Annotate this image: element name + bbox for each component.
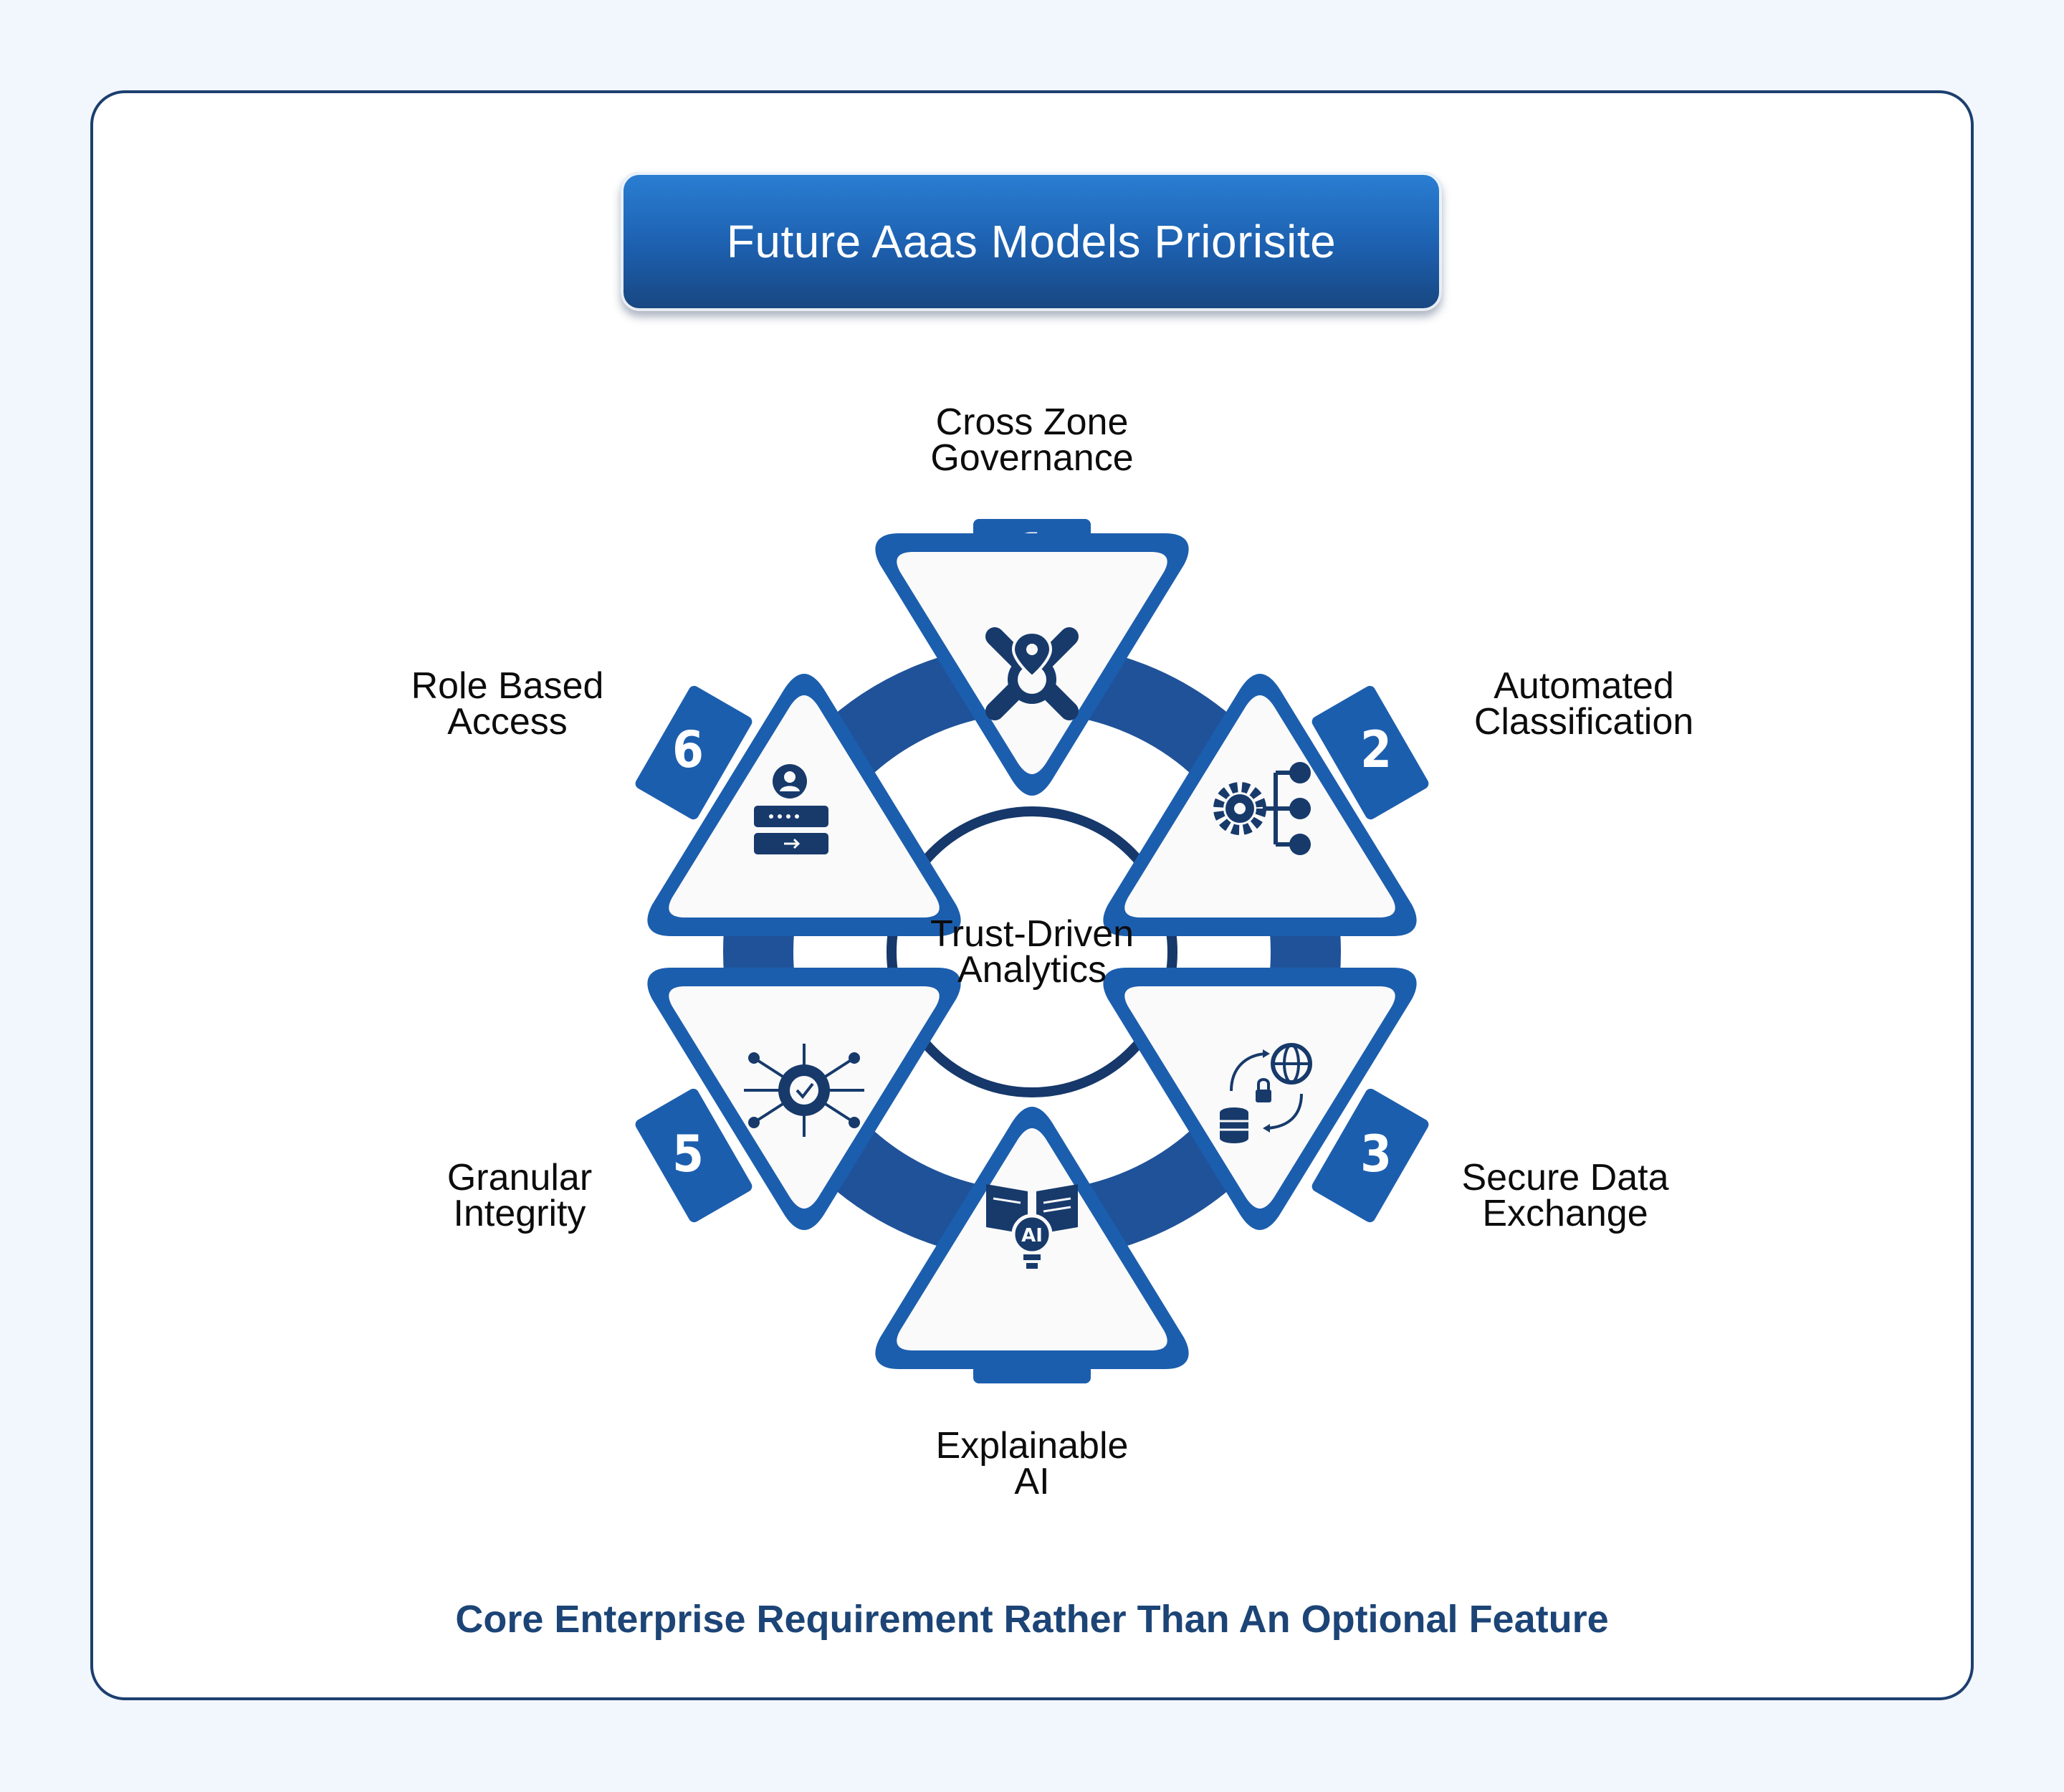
label-6-line-2: Access [447, 701, 568, 743]
label-6-line-1: Role Based [411, 665, 604, 707]
number-tab-5 [635, 1088, 752, 1223]
footer-caption: Core Enterprise Requirement Rather Than … [455, 1598, 1609, 1641]
database-globe-lock-icon [1220, 1043, 1312, 1143]
title-banner: Future Aaas Models Priorisite [621, 172, 1442, 311]
step-1: 1 [875, 519, 1189, 796]
ai-book-bulb-icon: AI [986, 1184, 1078, 1269]
number-3: 3 [1360, 1125, 1392, 1183]
label-1-line-2: Governance [930, 437, 1134, 479]
network-shield-icon [744, 1044, 864, 1137]
step-3: 3 [1103, 968, 1429, 1230]
label-3-line-1: Secure Data [1461, 1157, 1669, 1198]
gear-network-icon [1213, 762, 1311, 855]
label-1-line-1: Cross Zone [935, 401, 1129, 443]
number-tab-2 [1312, 685, 1429, 820]
label-2-line-2: Classification [1473, 701, 1694, 743]
step-5: 5 [635, 968, 961, 1230]
number-tab-6 [635, 685, 752, 820]
center-line-2: Analytics [957, 949, 1107, 991]
step-2: 2 [1103, 674, 1429, 936]
label-4-line-1: Explainable [935, 1425, 1129, 1467]
label-step-3: Secure Data Exchange [1422, 1157, 1709, 1234]
label-step-2: Automated Classification [1433, 665, 1734, 743]
cross-zone-governance-icon [985, 627, 1079, 720]
label-step-6: Role Based Access [364, 665, 651, 743]
user-login-icon [754, 764, 828, 854]
label-2-line-1: Automated [1494, 665, 1674, 707]
label-5-line-1: Granular [446, 1157, 593, 1198]
svg-text:AI: AI [1021, 1225, 1043, 1247]
number-5: 5 [672, 1125, 704, 1183]
center-hub [887, 806, 1177, 1097]
label-4-line-2: AI [1014, 1461, 1050, 1502]
step-4: 4 AI [875, 1107, 1189, 1383]
label-step-1: Cross Zone Governance [889, 401, 1175, 479]
label-step-4: Explainable AI [889, 1425, 1175, 1502]
step-6: 6 [635, 674, 961, 936]
number-tab-3 [1312, 1088, 1429, 1223]
label-5-line-2: Integrity [453, 1193, 586, 1234]
label-3-line-2: Exchange [1482, 1193, 1648, 1234]
number-2: 2 [1360, 720, 1392, 779]
number-6: 6 [672, 720, 704, 779]
title-text: Future Aaas Models Priorisite [726, 216, 1337, 267]
center-line-1: Trust-Driven [930, 913, 1134, 955]
label-step-5: Granular Integrity [376, 1157, 663, 1234]
center-label: Trust-Driven Analytics [889, 913, 1175, 991]
